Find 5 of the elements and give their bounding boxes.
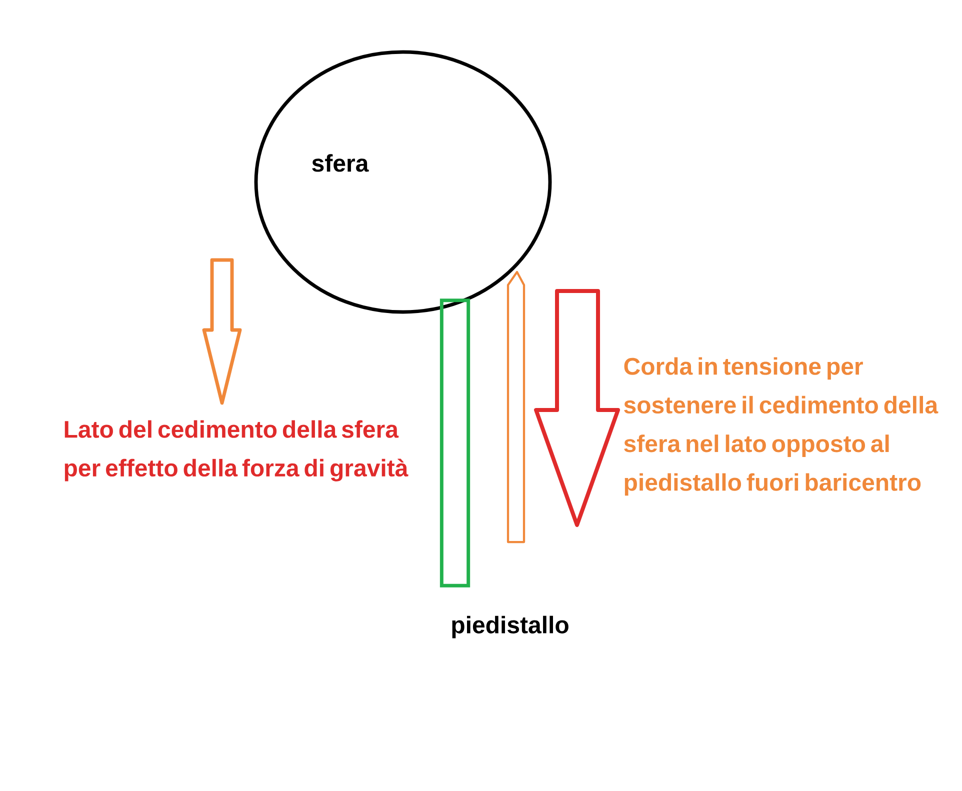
rope [506, 270, 526, 544]
annotation-text: Corda in tensione per sostenere il cedimento della sfera nel lato opposto al piedistallo fuori baricentro [624, 357, 938, 496]
node-label: piedistallo [452, 616, 568, 638]
sphere: sfera [254, 50, 552, 314]
annotation-text: Lato del cedimento della sfera per effetto della forza di gravità [64, 420, 408, 482]
